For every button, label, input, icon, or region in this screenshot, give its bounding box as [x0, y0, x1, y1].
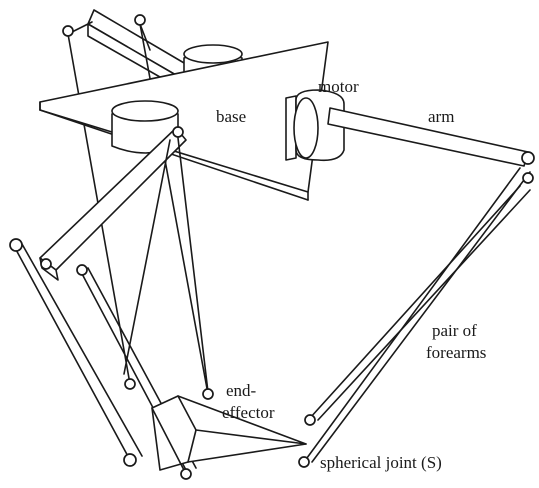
- left-elbow-joint-inner: [40, 258, 52, 270]
- motor-bracket: [285, 95, 297, 161]
- label-arm: arm: [428, 107, 454, 126]
- right-arm-bar: [327, 107, 529, 167]
- left-elbow-joint-outer: [9, 238, 23, 252]
- label-pair-of-forearms-line1: pair of: [432, 321, 477, 340]
- back-motor-top: [183, 44, 243, 64]
- base-plate: [39, 41, 329, 201]
- right-forearm-outer: [303, 167, 521, 463]
- label-spherical-joint: spherical joint (S): [320, 453, 442, 472]
- spherical-joint-marker: [298, 456, 310, 468]
- left-arm-bar: [39, 127, 187, 271]
- label-end-effector-line2: effector: [222, 403, 275, 422]
- right-forearm-inner: [309, 185, 521, 419]
- label-motor: motor: [318, 77, 359, 96]
- back-elbow-joint-right: [134, 14, 146, 26]
- label-end-effector-line1: end-: [226, 381, 257, 400]
- right-elbow-joint-lower: [522, 172, 534, 184]
- label-base: base: [216, 107, 246, 126]
- back-elbow-joint-left: [62, 25, 74, 37]
- right-wrist-joint-upper: [304, 414, 316, 426]
- end-effector-joint-bottom: [180, 468, 192, 480]
- label-pair-of-forearms-line2: forearms: [426, 343, 486, 362]
- left-wrist-joint-upper: [202, 388, 214, 400]
- left-motor-top: [111, 100, 179, 122]
- end-effector: [123, 395, 307, 480]
- left-wrist-joint-lower: [124, 378, 136, 390]
- right-motor-face: [293, 97, 319, 159]
- left-motor-joint: [172, 126, 184, 138]
- left-inner-forearm: [177, 137, 209, 393]
- right-arm-assembly: [285, 89, 535, 468]
- right-elbow-joint-upper: [521, 151, 535, 165]
- left-arm-assembly: [9, 100, 214, 471]
- end-effector-joint-left: [123, 453, 137, 467]
- left-elbow-joint-mid: [76, 264, 88, 276]
- left-outer-forearm: [13, 245, 131, 461]
